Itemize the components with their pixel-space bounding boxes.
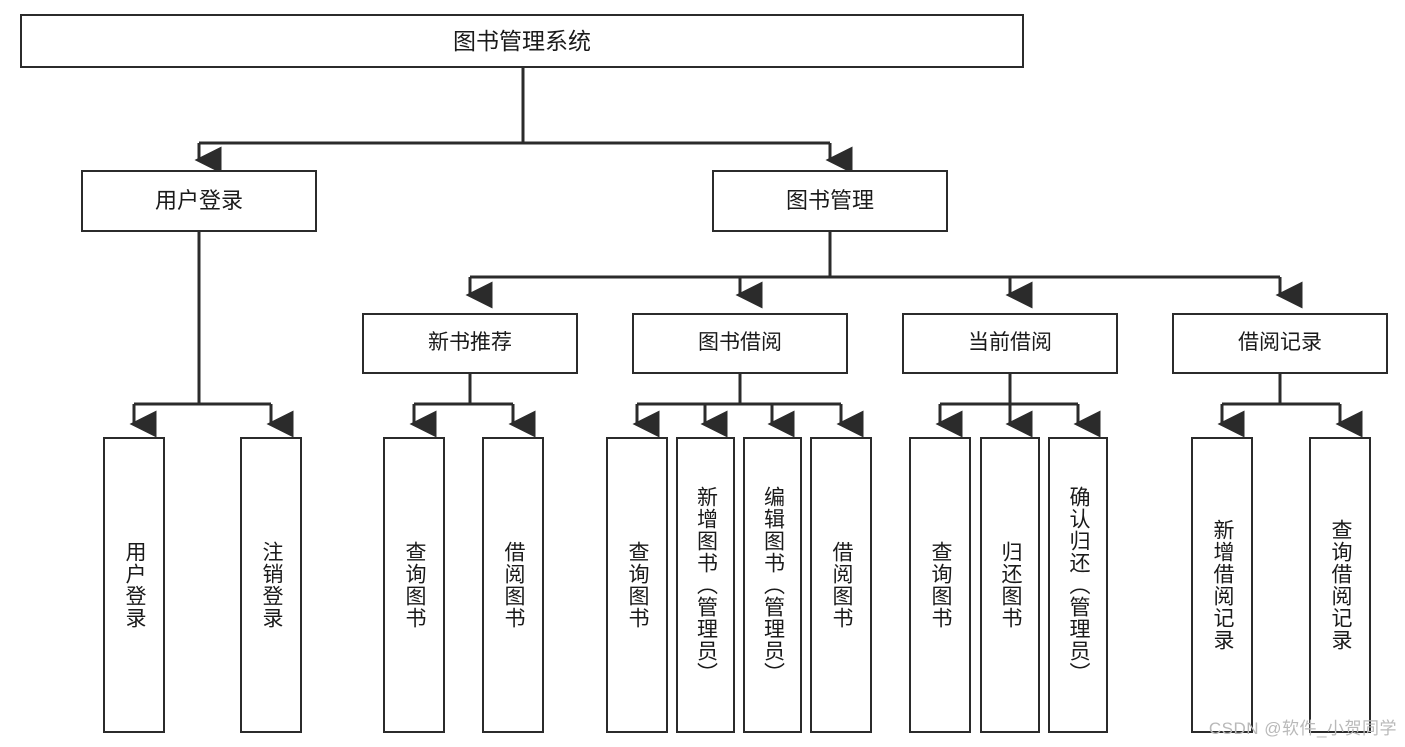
leaf-new-book-query-book[interactable]: 查询图书 [383, 437, 445, 733]
node-book-management[interactable]: 图书管理 [712, 170, 948, 232]
leaf-book-borrow-add-book-admin[interactable]: 新增图书（管理员） [676, 437, 735, 733]
node-book-borrow[interactable]: 图书借阅 [632, 313, 848, 374]
node-label: 编辑图书（管理员） [761, 486, 785, 684]
leaf-new-book-borrow-book[interactable]: 借阅图书 [482, 437, 544, 733]
node-label: 当前借阅 [968, 331, 1052, 355]
leaf-book-borrow-borrow-book[interactable]: 借阅图书 [810, 437, 872, 733]
node-label: 查询图书 [626, 541, 650, 629]
node-label: 用户登录 [154, 188, 243, 214]
leaf-borrow-record-query-record[interactable]: 查询借阅记录 [1309, 437, 1371, 733]
node-label: 归还图书 [999, 541, 1023, 629]
node-label: 用户登录 [123, 541, 147, 629]
node-label: 图书管理 [785, 188, 874, 214]
node-label: 查询图书 [929, 541, 953, 629]
node-label: 图书管理系统 [453, 27, 591, 54]
node-label: 确认归还（管理员） [1067, 486, 1091, 684]
leaf-borrow-record-add-record[interactable]: 新增借阅记录 [1191, 437, 1253, 733]
leaf-current-borrow-confirm-return-admin[interactable]: 确认归还（管理员） [1048, 437, 1108, 733]
watermark: CSDN @软件_小贺同学 [1208, 719, 1397, 738]
node-label: 新增借阅记录 [1211, 519, 1235, 651]
leaf-book-borrow-edit-book-admin[interactable]: 编辑图书（管理员） [743, 437, 802, 733]
node-label: 借阅图书 [502, 541, 526, 629]
node-label: 新书推荐 [428, 331, 512, 355]
leaf-user-login-logout[interactable]: 注销登录 [240, 437, 302, 733]
node-user-login[interactable]: 用户登录 [81, 170, 317, 232]
node-label: 新增图书（管理员） [694, 486, 718, 684]
node-current-borrow[interactable]: 当前借阅 [902, 313, 1118, 374]
node-label: 借阅图书 [830, 541, 854, 629]
node-root-book-management-system[interactable]: 图书管理系统 [20, 14, 1024, 68]
node-label: 图书借阅 [698, 331, 782, 355]
leaf-current-borrow-query-book[interactable]: 查询图书 [909, 437, 971, 733]
node-label: 查询借阅记录 [1329, 519, 1353, 651]
node-borrow-record[interactable]: 借阅记录 [1172, 313, 1388, 374]
node-label: 注销登录 [260, 541, 284, 629]
node-label: 借阅记录 [1238, 331, 1322, 355]
node-label: 查询图书 [403, 541, 427, 629]
leaf-current-borrow-return-book[interactable]: 归还图书 [980, 437, 1040, 733]
leaf-user-login-login[interactable]: 用户登录 [103, 437, 165, 733]
node-new-book-recommend[interactable]: 新书推荐 [362, 313, 578, 374]
leaf-book-borrow-query-book[interactable]: 查询图书 [606, 437, 668, 733]
